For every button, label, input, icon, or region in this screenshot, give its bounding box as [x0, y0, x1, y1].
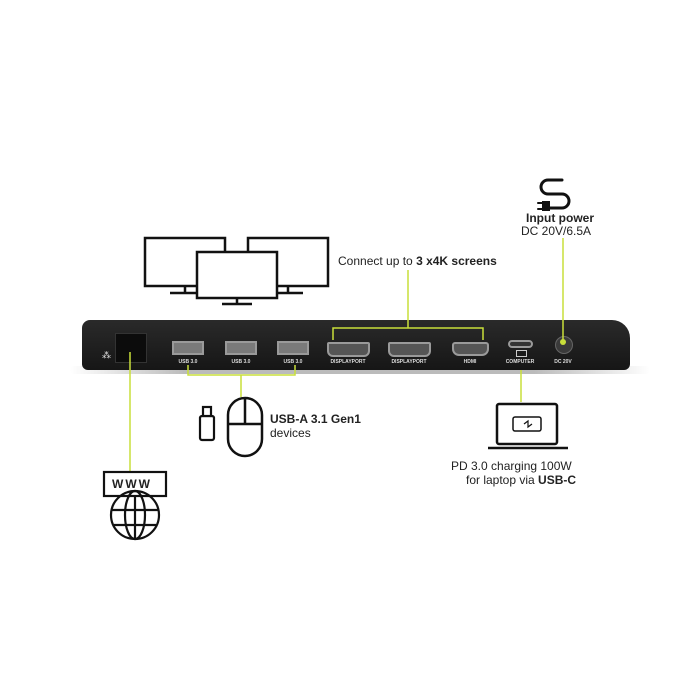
www-label: WWW [112, 477, 152, 491]
displayport-label-1: DISPLAYPORT [330, 359, 366, 365]
laptop-icon [488, 402, 568, 450]
screens-callout: Connect up to 3 x4K screens [338, 254, 497, 268]
dc-label: DC 20V [554, 359, 572, 365]
pd-line2-bold: USB-C [538, 473, 577, 487]
hdmi-port [452, 342, 489, 356]
power-title: Input power [526, 211, 594, 225]
dc-port [555, 336, 573, 354]
www-globe-icon [102, 470, 168, 541]
power-spec: DC 20V/6.5A [521, 224, 592, 238]
displayport-2 [388, 342, 431, 357]
usb-c-port [508, 340, 533, 348]
screens-prefix: Connect up to [338, 254, 417, 268]
usb-title: USB-A 3.1 Gen1 [270, 412, 361, 426]
usb-label-3: USB 3.0 [283, 359, 303, 365]
usb-port-2 [225, 341, 257, 355]
usb-label-1: USB 3.0 [178, 359, 198, 365]
network-icon: ⁂ [102, 350, 111, 360]
pd-line1: PD 3.0 charging 100W [451, 459, 572, 473]
hdmi-label: HDMI [463, 359, 477, 365]
mouse-icon [226, 396, 264, 458]
laptop-small-icon [516, 350, 527, 357]
usb-bracket [187, 365, 296, 397]
usb-label-2: USB 3.0 [231, 359, 251, 365]
usb-port-1 [172, 341, 204, 355]
usb-stick-icon [198, 405, 216, 442]
screens-bold: 3 x4K screens [416, 254, 497, 268]
video-bracket [332, 270, 484, 340]
pd-line2: for laptop via USB-C [466, 473, 576, 487]
usb-port-3 [277, 341, 309, 355]
computer-label: COMPUTER [505, 359, 535, 365]
monitors-icon [143, 236, 330, 306]
usb-sub: devices [270, 426, 311, 440]
pd-line2-prefix: for laptop via [466, 473, 539, 487]
ethernet-port [115, 333, 147, 363]
displayport-label-2: DISPLAYPORT [391, 359, 427, 365]
displayport-1 [327, 342, 370, 357]
power-plug-icon [537, 178, 571, 211]
